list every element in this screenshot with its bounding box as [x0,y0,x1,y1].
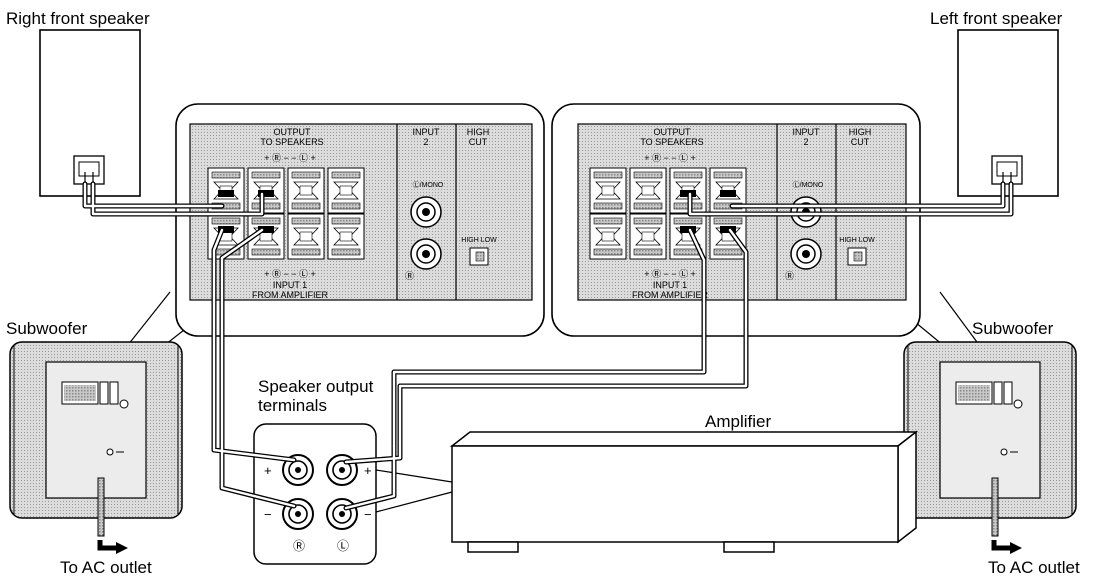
zoom-line-amp-bottom [375,491,453,513]
amplifier [449,430,919,553]
panel-input1-title: INPUT 1 [273,280,307,290]
subwoofer-left [9,341,183,537]
panel2-input2-title: INPUT [793,127,821,137]
speaker-output-terminals: + + − − Ⓡ Ⓛ [253,423,377,565]
panel2-output-title: OUTPUT [654,127,692,137]
terminal-plus-r: + [264,463,272,478]
panel-input2-title: INPUT [413,127,441,137]
terminal-r-mark: Ⓡ [293,539,305,553]
label-speaker-output-terminals: Speaker output terminals [258,377,374,415]
panel-input2-number: 2 [423,137,428,147]
ac-outlet-arrow-right [991,540,1022,554]
panel2-highcut-title: HIGH [849,127,872,137]
ac-outlet-arrow-left [97,540,128,554]
panel2-top-polarity-marks: + Ⓡ − − Ⓛ + [644,153,696,163]
panel-switch-label: HIGH LOW [461,237,497,244]
label-right-front-speaker: Right front speaker [6,9,150,28]
subwoofer-panel-right-ch: OUTPUT TO SPEAKERS INPUT 2 HIGH CUT + Ⓡ … [175,103,545,337]
panel2-input1-title: INPUT 1 [653,280,687,290]
panel-highcut-title: HIGH [467,127,490,137]
right-front-speaker [39,29,141,197]
panel-output-title: OUTPUT [274,127,312,137]
panel-bottom-polarity-marks: + Ⓡ − − Ⓛ + [264,269,316,279]
panel2-highcut-subtitle: CUT [851,137,870,147]
terminal-l-mark: Ⓛ [337,539,349,553]
panel2-mono-label: Ⓛ/MONO [793,181,824,189]
terminal-minus-r: − [264,507,272,522]
panel-top-polarity-marks: + Ⓡ − − Ⓛ + [264,153,316,163]
speaker-wires-inner [83,182,1013,510]
terminal-plus-l: + [364,463,372,478]
label-subwoofer-right: Subwoofer [972,319,1054,338]
panel2-bottom-polarity-marks: + Ⓡ − − Ⓛ + [644,269,696,279]
panel2-switch-label: HIGH LOW [839,237,875,244]
terminal-minus-l: − [364,507,372,522]
label-amplifier: Amplifier [705,412,772,431]
panel-input1-subtitle: FROM AMPLIFIER [252,290,329,300]
panel2-r-jack-label: Ⓡ [785,271,794,281]
panel-r-jack-label: Ⓡ [405,271,414,281]
panel-highcut-subtitle: CUT [469,137,488,147]
subwoofer-panel-left-ch: OUTPUT TO SPEAKERS INPUT 2 HIGH CUT + Ⓡ … [551,103,921,337]
panel2-input1-subtitle: FROM AMPLIFIER [632,290,709,300]
panel-mono-label: Ⓛ/MONO [413,181,444,189]
panel2-input2-number: 2 [803,137,808,147]
panel-output-subtitle: TO SPEAKERS [260,137,323,147]
label-ac-outlet-right: To AC outlet [988,558,1080,577]
label-left-front-speaker: Left front speaker [930,9,1063,28]
panel2-output-subtitle: TO SPEAKERS [640,137,703,147]
left-front-speaker [957,29,1059,197]
label-ac-outlet-left: To AC outlet [60,558,152,577]
zoom-line-amp-top [375,469,453,483]
label-subwoofer-left: Subwoofer [6,319,88,338]
subwoofer-right [903,341,1077,537]
